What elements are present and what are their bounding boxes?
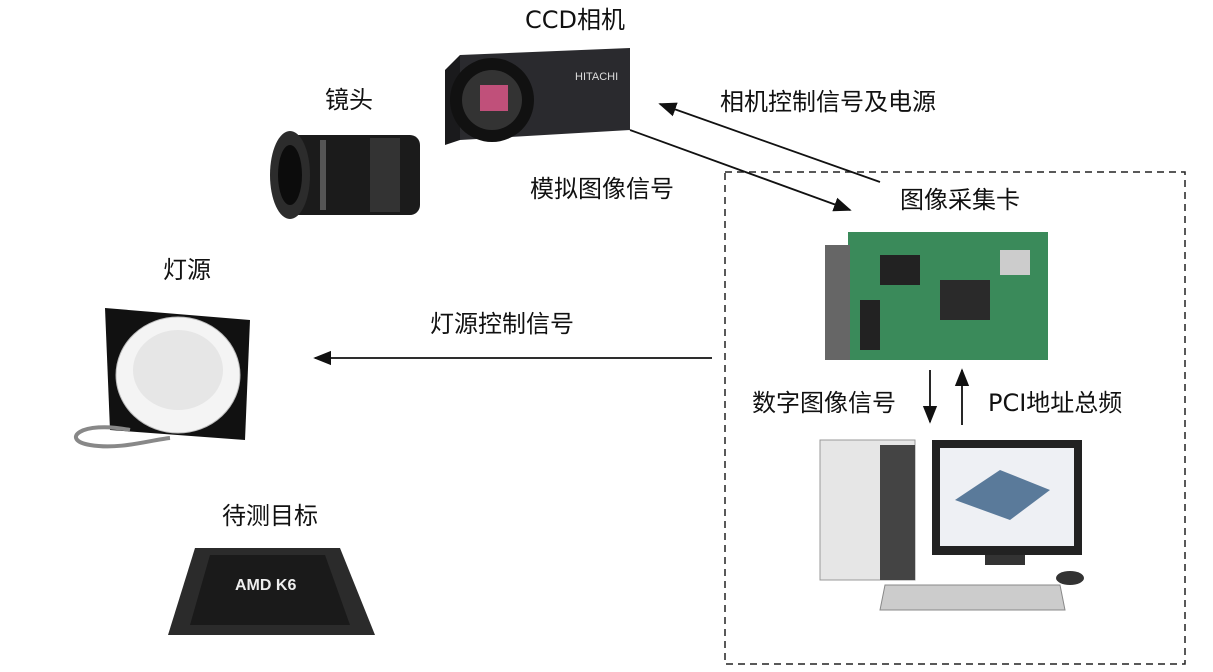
- capture-system-boundary: [724, 171, 1186, 665]
- analog-signal-label: 模拟图像信号: [530, 175, 674, 203]
- capture-card-label: 图像采集卡: [900, 186, 1020, 214]
- target-chip-image: AMD K6: [168, 548, 375, 635]
- target-label: 待测目标: [222, 502, 318, 530]
- lens-label: 镜头: [325, 86, 373, 114]
- camera-brand-logo: HITACHI: [575, 71, 618, 83]
- computer-image: [819, 439, 1084, 611]
- chip-brand-logo: AMD K6: [235, 577, 296, 594]
- capture-card-image: [825, 232, 1048, 360]
- camera-control-label: 相机控制信号及电源: [720, 88, 936, 116]
- analog-signal-arrow: [629, 129, 852, 212]
- light-control-label: 灯源控制信号: [430, 310, 574, 338]
- ccd-camera-image: HITACHI: [445, 48, 630, 145]
- camera-control-arrow: [658, 102, 881, 183]
- light-source-label: 灯源: [163, 256, 211, 284]
- light-source-image: [74, 308, 250, 449]
- ccd-camera-label: CCD相机: [525, 6, 625, 34]
- lens-image: [270, 131, 420, 219]
- pci-bus-label: PCI地址总频: [988, 389, 1123, 417]
- digital-signal-label: 数字图像信号: [752, 389, 896, 417]
